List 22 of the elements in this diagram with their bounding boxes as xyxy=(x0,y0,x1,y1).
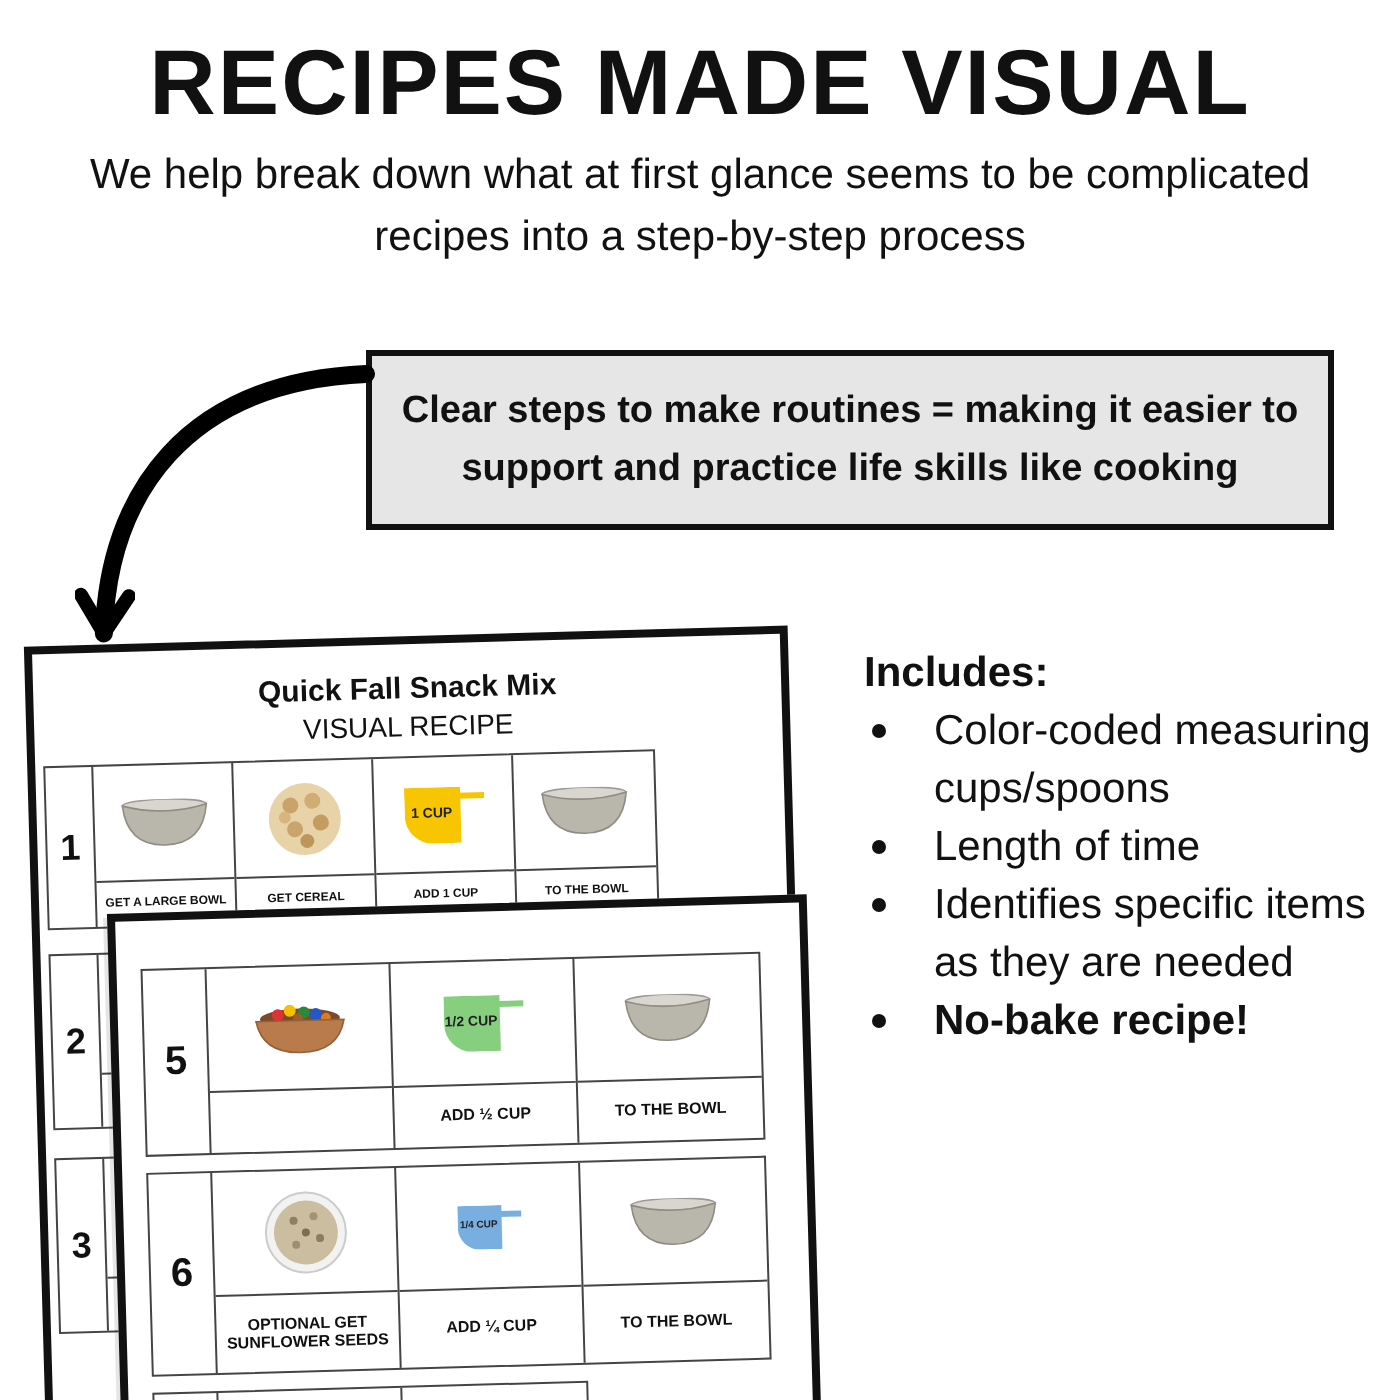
step-number: 3 xyxy=(71,1224,93,1267)
sheet-title: Quick Fall Snack Mix xyxy=(257,668,557,711)
step-label: TO THE BOWL xyxy=(614,1099,727,1121)
subtitle: We help break down what at first glance seems to be complicated recipes into a step-by-step process xyxy=(87,150,1313,264)
list-item: Identifies specific items as they are needed xyxy=(934,880,1368,990)
step-number: 6 xyxy=(170,1250,194,1298)
step-label: ADD ½ CUP xyxy=(440,1104,532,1126)
callout-box xyxy=(366,350,1334,530)
step-label: TO THE BOWL xyxy=(620,1311,733,1333)
heading: RECIPES MADE VISUAL xyxy=(147,28,1253,136)
list-item: No-bake recipe! xyxy=(934,996,1250,1048)
step-label: OPTIONAL GET SUNFLOWER SEEDS xyxy=(224,1311,392,1354)
step-label: ADD ¼ CUP xyxy=(446,1316,538,1338)
sheet-subtitle: VISUAL RECIPE xyxy=(302,707,514,746)
callout-text: Clear steps to make routines = making it easier to support and practice life skills like cooking xyxy=(399,388,1301,494)
step-number: 5 xyxy=(164,1038,188,1086)
step-number: 1 xyxy=(59,826,82,869)
step-number: 2 xyxy=(65,1020,87,1063)
list-heading: Includes: xyxy=(864,648,1051,700)
curved-arrow xyxy=(75,365,375,643)
list-item: Color-coded measuring cups/spoons xyxy=(934,706,1373,816)
list-item: Length of time xyxy=(934,822,1201,874)
